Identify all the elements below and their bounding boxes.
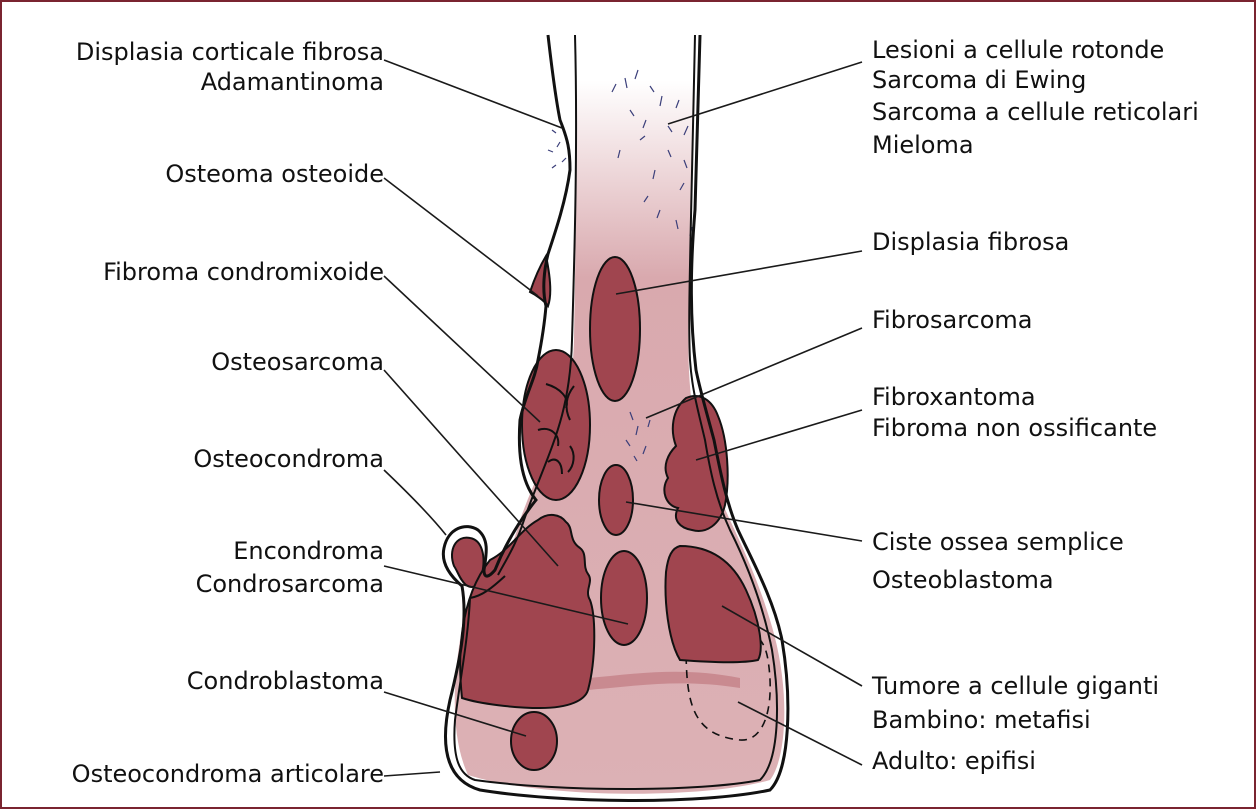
label-encondroma: Encondroma xyxy=(233,537,384,565)
label-fibroxantoma: Fibroxantoma xyxy=(872,383,1036,411)
cortical-speckles xyxy=(548,130,566,168)
label-adulto-epifisi: Adulto: epifisi xyxy=(872,747,1036,775)
label-fibroma-condromixoide: Fibroma condromixoide xyxy=(103,258,384,286)
ciste-ossea-semplice-lesion xyxy=(599,465,633,535)
label-osteoblastoma: Osteoblastoma xyxy=(872,566,1054,594)
label-mieloma: Mieloma xyxy=(872,131,974,159)
osteoblastoma-lesion xyxy=(601,551,647,645)
fibroma-condromixoide-lesion xyxy=(522,350,590,500)
label-sarcoma-cellule-reticolari: Sarcoma a cellule reticolari xyxy=(872,98,1199,126)
label-condroblastoma: Condroblastoma xyxy=(187,667,384,695)
label-osteocondroma: Osteocondroma xyxy=(193,445,384,473)
label-displasia-fibrosa: Displasia fibrosa xyxy=(872,228,1069,256)
label-osteoma-osteoide: Osteoma osteoide xyxy=(165,160,384,188)
label-sarcoma-ewing: Sarcoma di Ewing xyxy=(872,66,1086,94)
label-bambino-metafisi: Bambino: metafisi xyxy=(872,706,1091,734)
label-ciste-ossea-semplice: Ciste ossea semplice xyxy=(872,528,1124,556)
label-condrosarcoma: Condrosarcoma xyxy=(196,570,384,598)
condroblastoma-lesion xyxy=(511,712,557,770)
displasia-fibrosa-lesion xyxy=(590,257,640,401)
label-displasia-corticale-fibrosa: Displasia corticale fibrosa xyxy=(76,38,384,66)
label-lesioni-cellule-rotonde: Lesioni a cellule rotonde xyxy=(872,36,1164,64)
label-osteosarcoma: Osteosarcoma xyxy=(211,348,384,376)
label-fibrosarcoma: Fibrosarcoma xyxy=(872,306,1033,334)
label-osteocondroma-articolare: Osteocondroma articolare xyxy=(72,760,384,788)
label-adamantinoma: Adamantinoma xyxy=(201,68,384,96)
label-tumore-cellule-giganti: Tumore a cellule giganti xyxy=(871,672,1159,700)
label-fibroma-non-ossificante: Fibroma non ossificante xyxy=(872,414,1157,442)
